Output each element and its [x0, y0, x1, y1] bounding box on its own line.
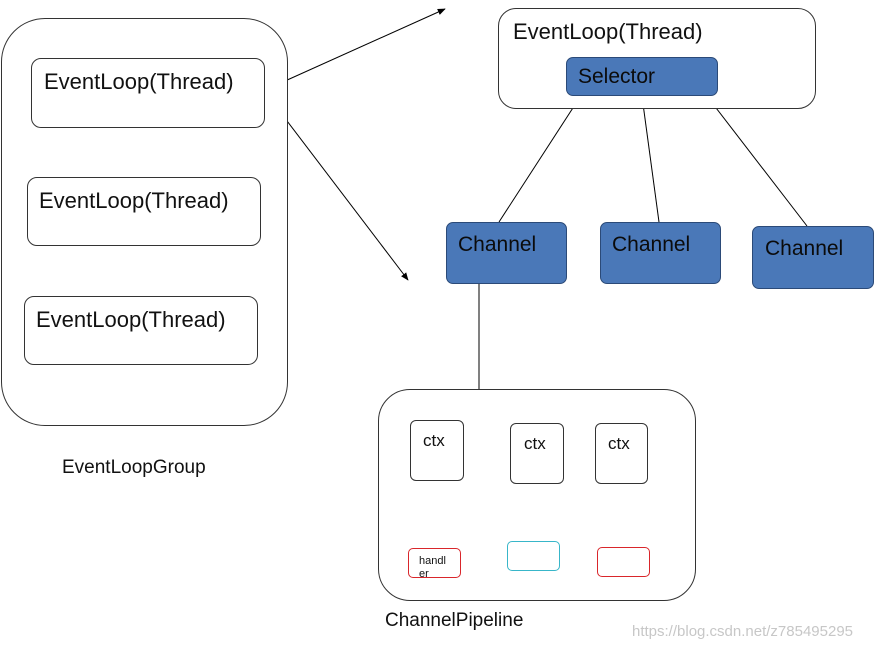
arrow-eventloop-to-detail	[264, 8, 446, 91]
channel-box-1: Channel	[446, 222, 567, 284]
arrow-eventloop-to-channels	[264, 91, 409, 281]
event-loop-detail-label: EventLoop(Thread)	[513, 19, 703, 44]
event-loop-label-2: EventLoop(Thread)	[39, 188, 229, 213]
channel-box-3: Channel	[752, 226, 874, 289]
event-loop-label-1: EventLoop(Thread)	[44, 69, 234, 94]
ctx-box-1: ctx	[410, 420, 464, 481]
event-loop-group-caption: EventLoopGroup	[62, 457, 206, 478]
handler-box-3	[597, 547, 650, 577]
selector-label: Selector	[578, 65, 656, 88]
event-loop-box-3: EventLoop(Thread)	[24, 296, 258, 365]
arrow-channel-1-to-selector	[498, 96, 581, 223]
ctx-label-2: ctx	[524, 434, 546, 453]
channel-label-2: Channel	[612, 233, 691, 256]
ctx-label-3: ctx	[608, 434, 630, 453]
ctx-box-3: ctx	[595, 423, 648, 484]
handler-box-2	[507, 541, 560, 571]
arrow-channel-3-to-selector	[702, 90, 808, 227]
event-loop-box-1: EventLoop(Thread)	[31, 58, 265, 128]
channel-label-1: Channel	[458, 233, 537, 256]
arrow-channel-2-to-selector	[638, 88, 660, 223]
event-loop-label-3: EventLoop(Thread)	[36, 307, 226, 332]
handler-box-1: handler	[408, 548, 461, 580]
event-loop-box-2: EventLoop(Thread)	[27, 177, 261, 246]
ctx-label-1: ctx	[423, 431, 445, 450]
channel-pipeline-caption: ChannelPipeline	[385, 610, 524, 631]
watermark: https://blog.csdn.net/z785495295	[632, 623, 854, 640]
channel-box-2: Channel	[600, 222, 721, 284]
handler-label-1: handler	[419, 555, 446, 580]
selector-box: Selector	[566, 57, 718, 96]
ctx-box-2: ctx	[510, 423, 564, 484]
channel-label-3: Channel	[765, 237, 844, 260]
